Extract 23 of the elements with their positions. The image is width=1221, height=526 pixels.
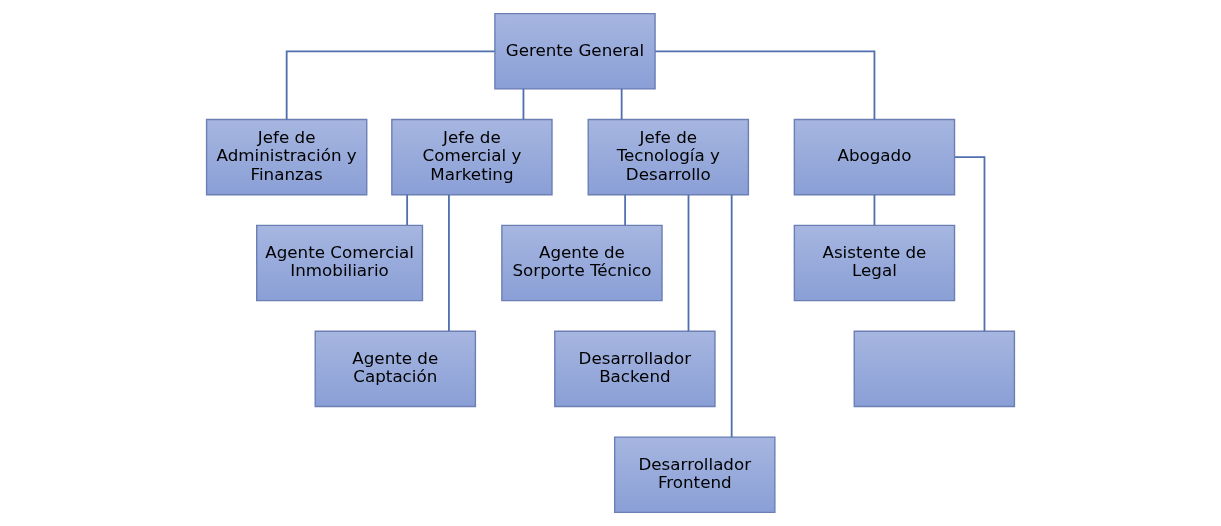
connector: [954, 156, 986, 332]
connector: [620, 88, 623, 121]
node-box: Gerente General: [494, 13, 656, 90]
connector: [624, 193, 627, 227]
node-box: Jefe de Administración y Finanzas: [205, 118, 368, 196]
connector: [687, 194, 690, 332]
connector: [448, 194, 450, 332]
connector: [873, 193, 876, 227]
connector: [406, 193, 409, 227]
connector: [654, 50, 876, 121]
node-box: Agente de Captación: [314, 330, 477, 408]
node-box: Jefe de Tecnología y Desarrollo: [587, 118, 750, 196]
connector: [285, 50, 496, 121]
node-box: Asistente de Legal: [793, 224, 956, 302]
node-box: Desarrollador Backend: [554, 330, 716, 408]
node-box: Agente Comercial Inmobiliario: [256, 224, 424, 302]
node-box: Agente de Sorporte Técnico: [501, 224, 663, 302]
node-box: [853, 330, 1016, 408]
node-box: Desarrollador Frontend: [614, 436, 776, 513]
node-box: Abogado: [793, 118, 956, 196]
node-box: Jefe de Comercial y Marketing: [391, 118, 553, 196]
connector: [730, 193, 733, 438]
connector: [522, 88, 525, 121]
